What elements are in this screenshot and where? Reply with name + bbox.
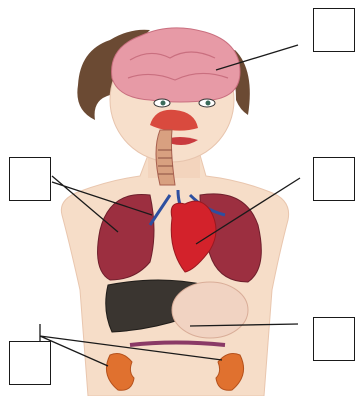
label-box-stomach[interactable] [313,317,355,361]
stomach [172,282,248,338]
label-box-lungs[interactable] [9,157,51,201]
label-box-kidneys[interactable] [9,341,51,385]
label-box-heart[interactable] [313,157,355,201]
label-box-brain[interactable] [313,8,355,52]
